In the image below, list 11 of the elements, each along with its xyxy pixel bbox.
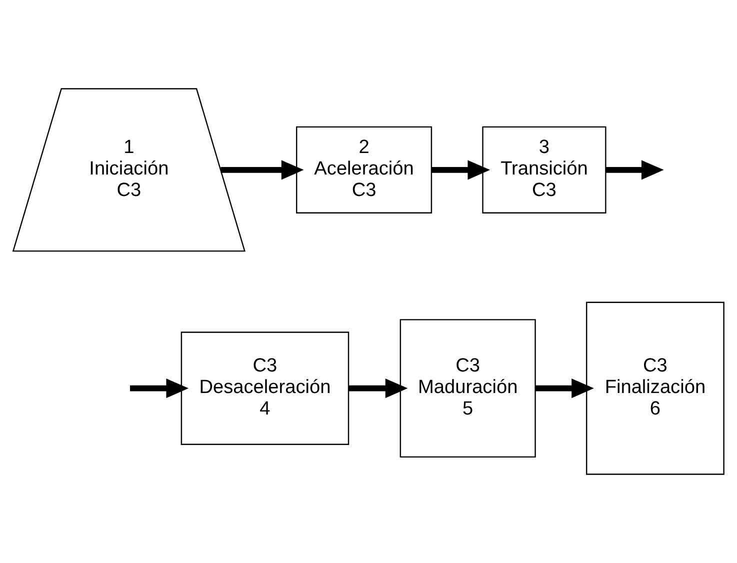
arrow bbox=[348, 378, 408, 398]
node-box: 3 Transición C3 bbox=[482, 126, 606, 214]
node-box: C3 Desaceleración 4 bbox=[180, 332, 350, 445]
arrow bbox=[606, 160, 664, 180]
node-box: C3 Maduración 5 bbox=[400, 319, 536, 458]
arrow bbox=[220, 160, 304, 180]
arrow bbox=[432, 160, 490, 180]
node-box: C3 Finalización 6 bbox=[586, 302, 724, 475]
arrow bbox=[130, 378, 189, 398]
arrow bbox=[536, 378, 594, 398]
node-box: 2 Aceleración C3 bbox=[296, 126, 432, 214]
